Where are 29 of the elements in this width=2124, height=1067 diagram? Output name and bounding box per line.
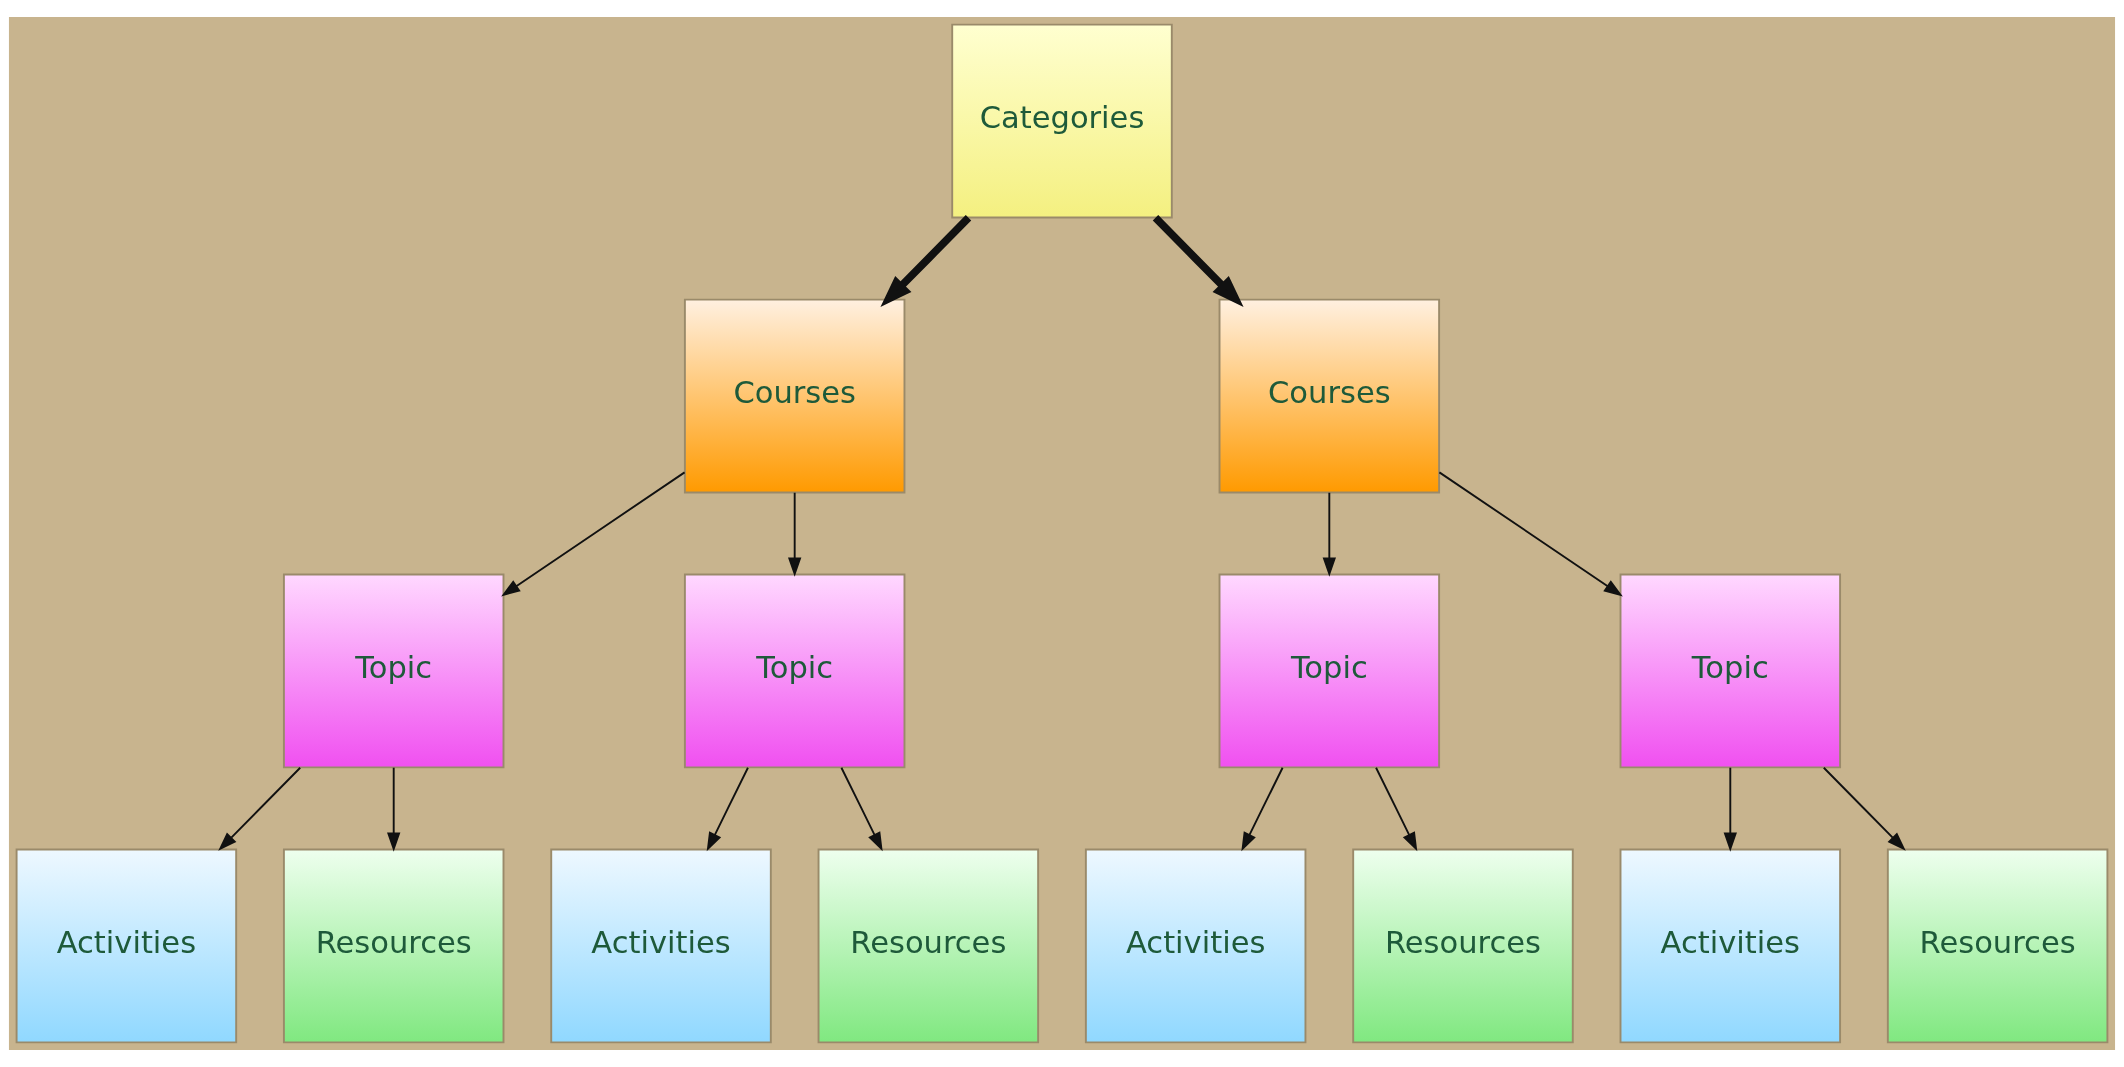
arrow xyxy=(1723,766,1737,852)
arrow xyxy=(840,766,883,852)
node-box: Activities xyxy=(550,848,772,1044)
arrow xyxy=(1152,215,1244,308)
node-box: Courses xyxy=(1218,298,1441,494)
arrow xyxy=(1322,491,1336,577)
node-box: Topic xyxy=(282,573,505,769)
node-box: Topic xyxy=(1619,573,1842,769)
node-box: Topic xyxy=(683,573,906,769)
arrow xyxy=(501,471,686,597)
arrow xyxy=(1241,766,1284,852)
arrow xyxy=(387,766,401,852)
node-box: Resources xyxy=(817,848,1040,1044)
node-box: Activities xyxy=(15,848,238,1044)
arrow xyxy=(1438,471,1623,597)
node-box: Activities xyxy=(1084,848,1307,1044)
arrow xyxy=(706,766,749,852)
node-box: Activities xyxy=(1619,848,1842,1044)
node-box: Resources xyxy=(282,848,505,1044)
arrow xyxy=(218,766,302,851)
node-box: Resources xyxy=(1352,848,1574,1044)
node-box: Courses xyxy=(683,298,906,494)
arrow xyxy=(880,215,972,308)
node-box: Resources xyxy=(1886,848,2109,1044)
node-box: Topic xyxy=(1218,573,1441,769)
arrow xyxy=(1822,766,1906,851)
node-box: Categories xyxy=(951,23,1173,219)
arrow xyxy=(788,491,802,577)
arrow xyxy=(1375,766,1418,852)
